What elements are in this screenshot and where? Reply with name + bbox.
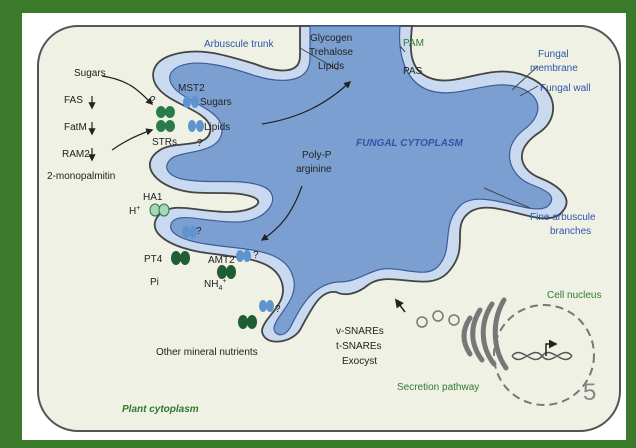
label-question-4: ? — [253, 250, 259, 261]
label-glycogen: Glycogen — [310, 33, 352, 44]
label-fungal-wall: Fungal wall — [540, 83, 591, 94]
label-question-2: ? — [197, 138, 203, 149]
label-ha1: HA1 — [143, 192, 163, 203]
label-plant-cytoplasm: Plant cytoplasm — [122, 404, 199, 415]
label-ram2: RAM2 — [62, 149, 90, 160]
label-cell-nucleus: Cell nucleus — [547, 290, 601, 301]
label-exocyst: Exocyst — [342, 356, 377, 367]
label-fine-branches-1: Fine arbuscule — [530, 212, 596, 223]
label-fatm: FatM — [64, 122, 87, 133]
label-sugars-mst2: Sugars — [200, 97, 232, 108]
label-question-5: ? — [275, 304, 281, 315]
label-secretion-pathway: Secretion pathway — [397, 382, 479, 393]
label-pt4: PT4 — [144, 254, 163, 265]
label-question-1: ? — [150, 95, 156, 106]
label-strs: STRs — [152, 137, 177, 148]
label-lipids-top: Lipids — [318, 61, 344, 72]
label-lipids-str: Lipids — [204, 122, 230, 133]
label-fas: FAS — [64, 95, 83, 106]
label-fungal-cytoplasm: FUNGAL CYTOPLASM — [356, 138, 464, 149]
label-pam: PAM — [403, 38, 424, 49]
label-fine-branches-2: branches — [550, 226, 591, 237]
label-pas: PAS — [403, 66, 423, 77]
label-v-snares: v-SNAREs — [336, 326, 384, 337]
label-polyp-1: Poly-P — [302, 150, 332, 161]
label-mst2: MST2 — [178, 83, 205, 94]
label-question-3: ? — [196, 226, 202, 237]
label-fungal-membrane-1: Fungal — [538, 49, 569, 60]
label-trehalose: Trehalose — [309, 47, 354, 58]
label-amt2: AMT2 — [208, 255, 235, 266]
label-pi: Pi — [150, 277, 159, 288]
label-t-snares: t-SNAREs — [336, 341, 382, 352]
label-fungal-membrane-2: membrane — [530, 63, 578, 74]
label-polyp-2: arginine — [296, 164, 332, 175]
label-arbuscule-trunk: Arbuscule trunk — [204, 39, 274, 50]
label-monopalmitin: 2-monopalmitin — [47, 171, 115, 182]
label-sugars-left: Sugars — [74, 68, 106, 79]
label-other-minerals: Other mineral nutrients — [156, 347, 258, 358]
slide-number: 5 — [583, 379, 596, 406]
